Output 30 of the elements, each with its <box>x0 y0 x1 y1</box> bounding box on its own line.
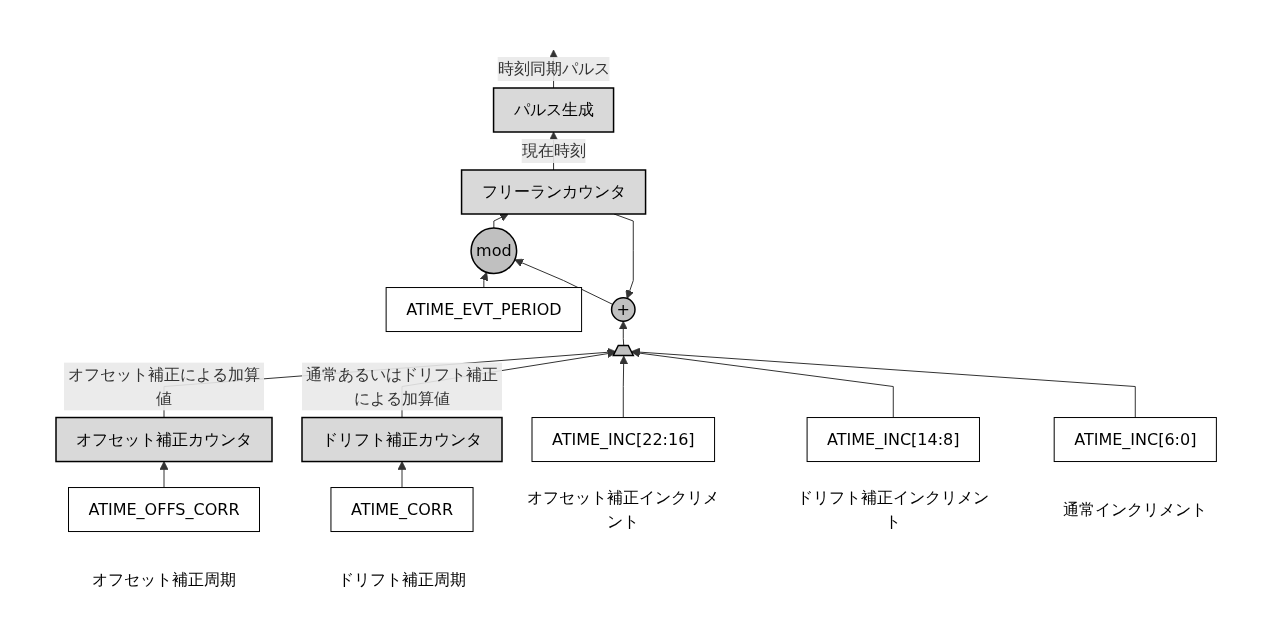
node-box: パルス生成 <box>493 87 615 133</box>
node-box: ATIME_CORR <box>330 487 474 533</box>
node-label: ドリフト補正周期 <box>338 569 467 589</box>
edge-label: 時刻同期パルス <box>497 59 610 79</box>
arrow <box>397 461 407 489</box>
node-box: ドリフト補正カウンタ <box>301 417 504 463</box>
node-box: フリーランカウンタ <box>461 169 647 215</box>
node-trapezoid <box>612 345 635 357</box>
node-label: オフセット補正インクリメント <box>527 487 720 531</box>
arrow <box>493 213 509 229</box>
node-label: ドリフト補正インクリメント <box>797 487 990 531</box>
arrow <box>631 348 1137 419</box>
edge-label: 現在時刻 <box>521 141 586 161</box>
node-box: ATIME_INC[6:0] <box>1054 417 1218 463</box>
arrow <box>514 259 614 306</box>
arrow <box>159 461 169 489</box>
node-label: オフセット補正周期 <box>92 569 237 589</box>
arrow <box>619 355 629 419</box>
node-box: ATIME_OFFS_CORR <box>68 487 261 533</box>
node-box: オフセット補正カウンタ <box>55 417 274 463</box>
node-circle: + <box>611 297 637 323</box>
node-box: ATIME_EVT_PERIOD <box>386 287 583 333</box>
arrow <box>480 272 489 289</box>
edge-label: 通常あるいはドリフト補正による加算値 <box>306 364 499 408</box>
node-circle: mod <box>470 227 518 275</box>
edge-label: オフセット補正による加算値 <box>68 364 261 408</box>
node-box: ATIME_INC[22:16] <box>531 417 716 463</box>
node-box: ATIME_INC[14:8] <box>806 417 981 463</box>
node-label: 通常インクリメント <box>1063 499 1208 519</box>
arrow <box>619 321 629 347</box>
